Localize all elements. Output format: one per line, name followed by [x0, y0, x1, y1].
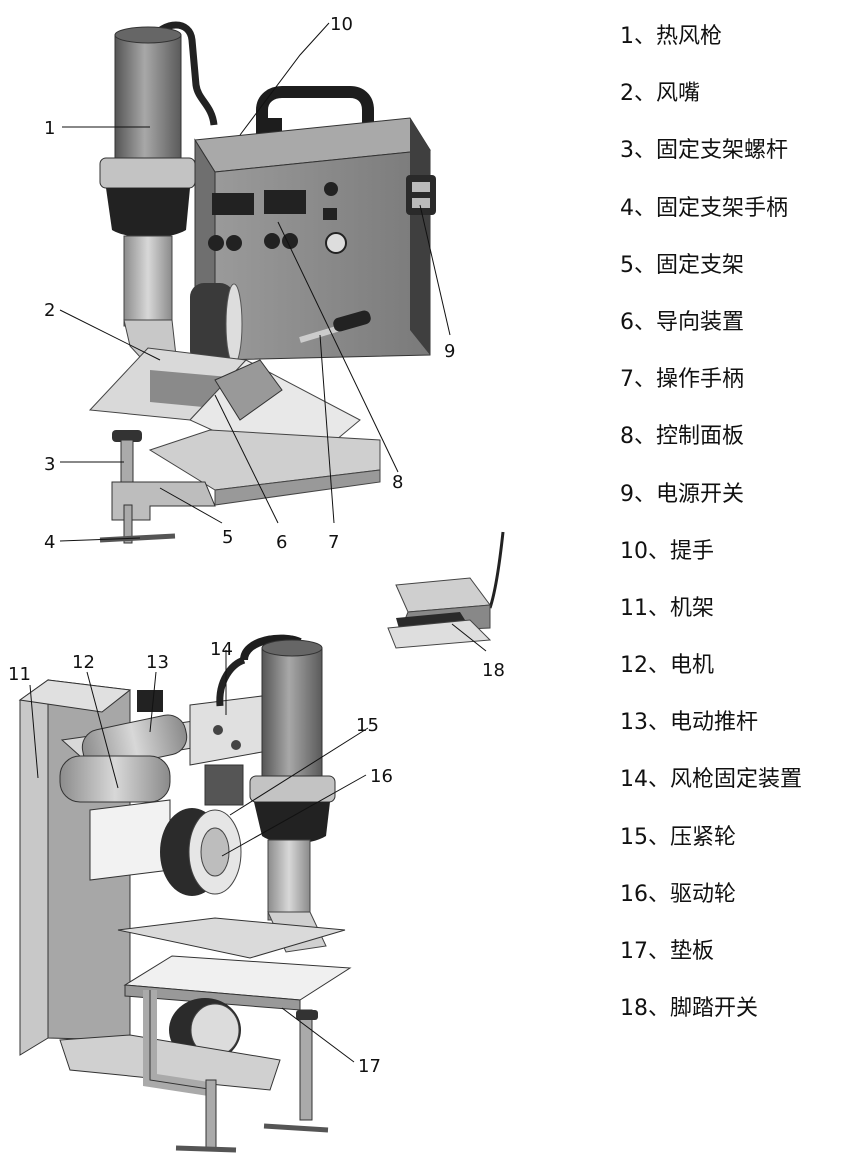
legend-item-12: 12、电机 — [620, 653, 714, 679]
legend-item-7: 7、操作手柄 — [620, 367, 744, 393]
legend-item-13: 13、电动推杆 — [620, 710, 758, 736]
lower-machine-illustration — [18, 634, 352, 1153]
callout-4: 4 — [44, 532, 55, 553]
legend-item-18: 18、脚踏开关 — [620, 996, 758, 1022]
callout-18: 18 — [482, 660, 505, 681]
callout-16: 16 — [370, 766, 393, 787]
foot-pedal-illustration — [387, 531, 505, 649]
callout-labels: 1 2 3 4 5 6 7 8 9 10 11 12 13 14 15 16 1… — [8, 14, 505, 1077]
legend-item-17: 17、垫板 — [620, 939, 714, 964]
callout-17: 17 — [358, 1056, 381, 1077]
legend-item-6: 6、导向装置 — [620, 309, 744, 335]
callout-13: 13 — [146, 652, 169, 673]
callout-7: 7 — [328, 532, 339, 553]
legend-item-3: 3、固定支架螺杆 — [620, 138, 788, 164]
callout-5: 5 — [222, 527, 233, 548]
legend-item-2: 2、风嘴 — [620, 81, 700, 107]
callout-15: 15 — [356, 715, 379, 736]
legend-item-4: 4、固定支架手柄 — [620, 195, 788, 221]
legend-item-11: 11、机架 — [620, 595, 714, 621]
legend-item-14: 14、风枪固定装置 — [620, 767, 802, 793]
callout-6: 6 — [276, 532, 287, 553]
legend-item-9: 9、电源开关 — [620, 481, 744, 507]
leader-lines — [29, 22, 487, 1063]
callout-9: 9 — [444, 341, 455, 362]
legend-item-5: 5、固定支架 — [620, 252, 744, 278]
callout-14: 14 — [210, 639, 233, 660]
callout-3: 3 — [44, 454, 55, 475]
legend-item-1: 1、热风枪 — [620, 24, 722, 49]
legend-item-15: 15、压紧轮 — [620, 824, 736, 850]
legend-item-16: 16、驱动轮 — [620, 881, 736, 907]
legend-item-8: 8、控制面板 — [620, 424, 744, 450]
callout-10: 10 — [330, 14, 353, 35]
callout-1: 1 — [44, 118, 55, 139]
callout-8: 8 — [392, 472, 403, 493]
parts-legend: 1、热风枪 2、风嘴 3、固定支架螺杆 4、固定支架手柄 5、固定支架 6、导向… — [620, 8, 840, 1037]
callout-11: 11 — [8, 664, 31, 685]
callout-12: 12 — [72, 652, 95, 673]
upper-machine-illustration — [88, 21, 436, 544]
callout-2: 2 — [44, 300, 55, 321]
legend-item-10: 10、提手 — [620, 538, 714, 564]
